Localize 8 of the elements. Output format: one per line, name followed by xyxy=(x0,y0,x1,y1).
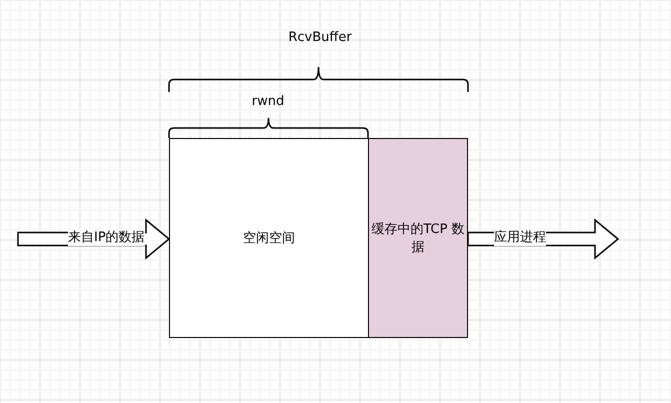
brace-label: rwnd xyxy=(252,94,284,109)
box-text: 空闲空间 xyxy=(243,230,295,247)
edge-label: 来自IP的数据 xyxy=(68,230,145,246)
edge-label: 应用进程 xyxy=(494,230,546,246)
buffered-data-box xyxy=(368,138,468,338)
brace-label: RcvBuffer xyxy=(288,30,352,45)
box-text: 缓存中的TCP 数据 xyxy=(371,221,465,256)
free-space-box xyxy=(169,138,369,338)
